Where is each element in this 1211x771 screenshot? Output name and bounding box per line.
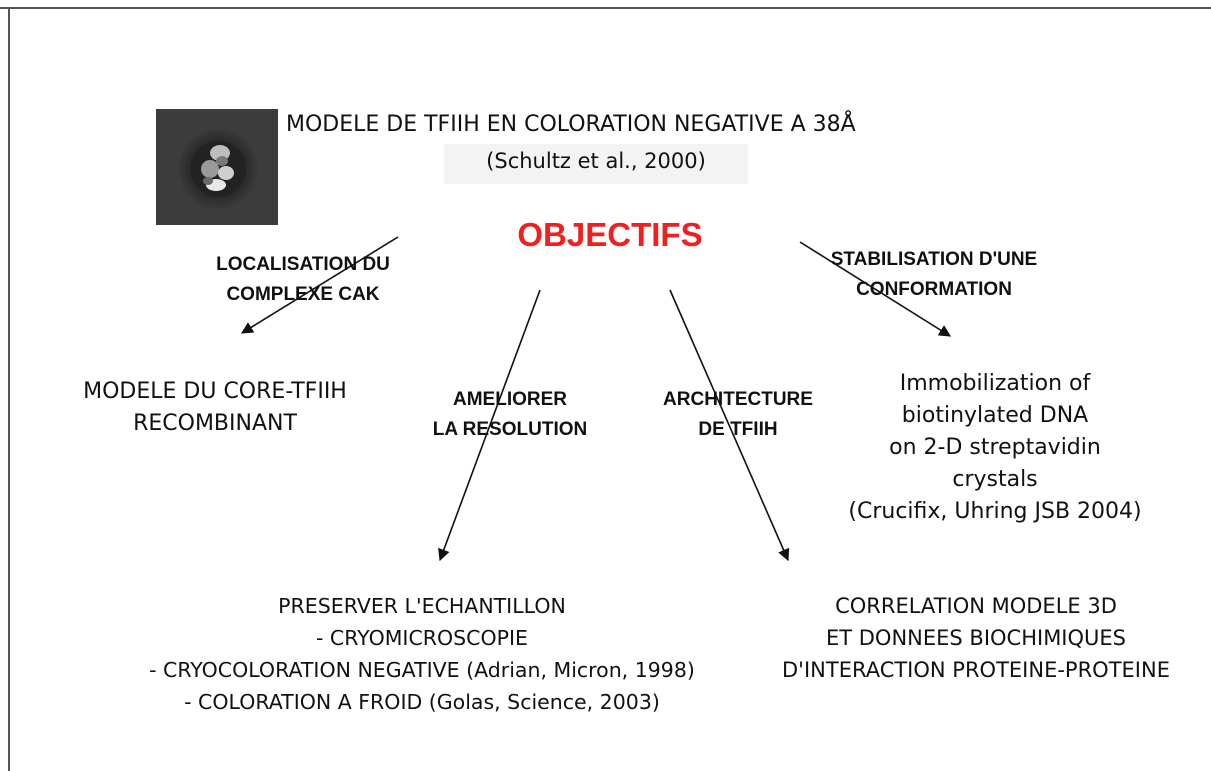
frame-left-border — [8, 7, 10, 771]
outcome-core-model-line-1: MODELE DU CORE-TFIIH — [83, 379, 347, 404]
label-stabilisation: STABILISATION D'UNE CONFORMATION — [808, 245, 1060, 305]
frame-top-border — [0, 7, 1211, 9]
outcome-preserver: PRESERVER L'ECHANTILLON - CRYOMICROSCOPI… — [92, 590, 752, 718]
citation-background — [444, 144, 748, 184]
arrow-localisation — [240, 236, 399, 334]
label-localisation-line-2: COMPLEXE CAK — [226, 284, 380, 305]
outcome-correlation: CORRELATION MODELE 3D ET DONNEES BIOCHIM… — [748, 590, 1204, 686]
outcome-correlation-line-3: D'INTERACTION PROTEINE-PROTEINE — [782, 658, 1170, 682]
label-ameliorer-line-1: AMELIORER — [453, 389, 567, 410]
outcome-immobilization-line-3: on 2-D streptavidin — [889, 435, 1101, 460]
outcome-immobilization-line-5: (Crucifix, Uhring JSB 2004) — [848, 499, 1142, 524]
arrow-architecture — [669, 289, 790, 562]
outcome-preserver-line-4: - COLORATION A FROID (Golas, Science, 20… — [184, 690, 660, 714]
outcome-preserver-line-2: - CRYOMICROSCOPIE — [316, 626, 528, 650]
objectifs-title: OBJECTIFS — [517, 216, 703, 253]
outcome-immobilization: Immobilization of biotinylated DNA on 2-… — [820, 368, 1170, 528]
label-stabilisation-line-1: STABILISATION D'UNE — [830, 249, 1038, 270]
outcome-correlation-line-1: CORRELATION MODELE 3D — [835, 594, 1117, 618]
outcome-immobilization-line-1: Immobilization of — [899, 371, 1091, 396]
label-ameliorer-line-2: LA RESOLUTION — [432, 419, 588, 440]
outcome-preserver-line-1: PRESERVER L'ECHANTILLON — [278, 594, 566, 618]
label-ameliorer: AMELIORER LA RESOLUTION — [412, 385, 608, 445]
label-architecture-line-1: ARCHITECTURE — [663, 389, 813, 410]
label-localisation-line-1: LOCALISATION DU — [216, 254, 390, 275]
model-title: MODELE DE TFIIH EN COLORATION NEGATIVE A… — [286, 112, 856, 137]
outcome-core-model-line-2: RECOMBINANT — [133, 411, 297, 436]
outcome-core-model: MODELE DU CORE-TFIIH RECOMBINANT — [70, 376, 360, 440]
label-architecture-line-2: DE TFIIH — [698, 419, 778, 440]
outcome-immobilization-line-2: biotinylated DNA — [901, 403, 1089, 428]
arrow-stabilisation — [799, 241, 952, 337]
label-architecture: ARCHITECTURE DE TFIIH — [640, 385, 836, 445]
model-citation: (Schultz et al., 2000) — [486, 149, 706, 173]
label-localisation: LOCALISATION DU COMPLEXE CAK — [198, 250, 408, 310]
outcome-correlation-line-2: ET DONNEES BIOCHIMIQUES — [825, 626, 1127, 650]
arrow-ameliorer — [438, 289, 541, 562]
outcome-immobilization-line-4: crystals — [952, 467, 1038, 492]
label-stabilisation-line-2: CONFORMATION — [856, 279, 1012, 300]
outcome-preserver-line-3: - CRYOCOLORATION NEGATIVE (Adrian, Micro… — [149, 658, 695, 682]
tfiih-em-thumbnail — [156, 109, 278, 225]
